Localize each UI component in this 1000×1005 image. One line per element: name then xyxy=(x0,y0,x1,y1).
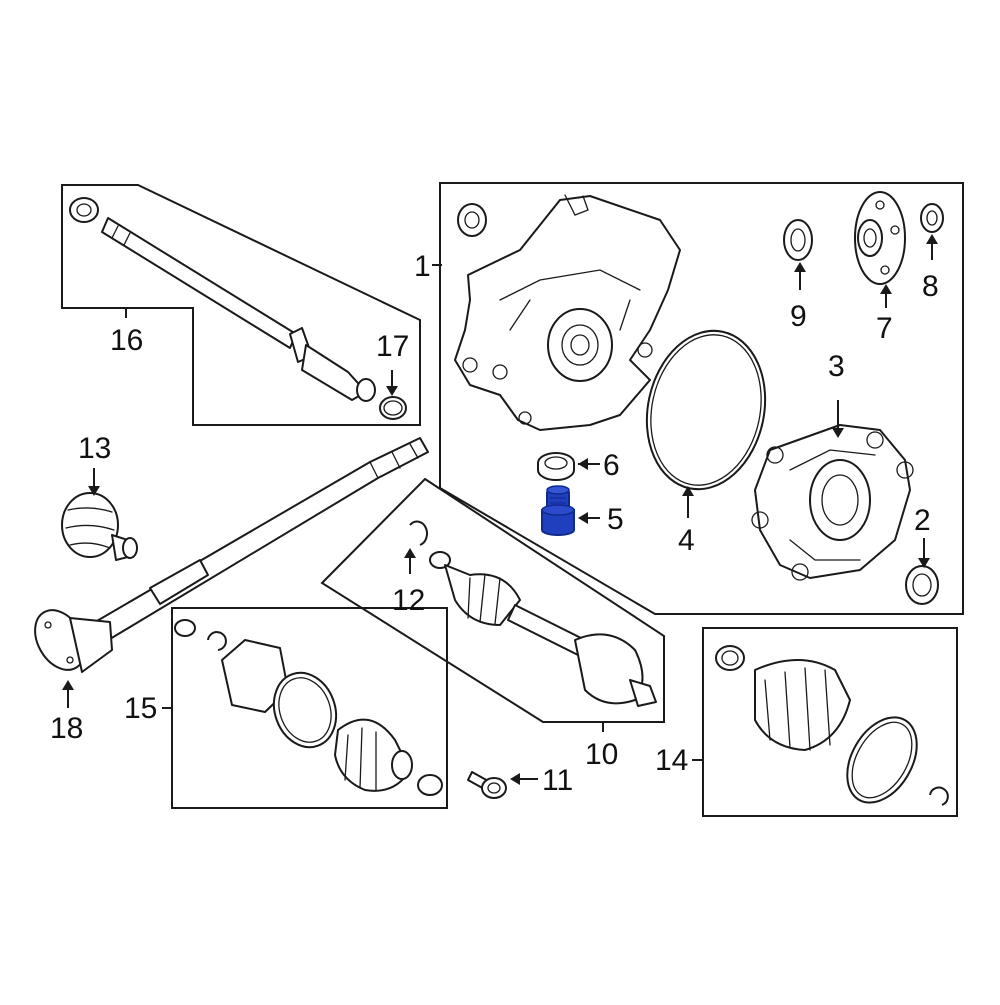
part-3-cover[interactable] xyxy=(751,424,914,581)
part-2-seal[interactable] xyxy=(905,565,939,605)
callout-8: 8 xyxy=(922,270,939,303)
callout-17: 17 xyxy=(376,330,409,363)
callout-2: 2 xyxy=(914,504,931,537)
callout-18: 18 xyxy=(50,712,83,745)
part-4-gasket[interactable] xyxy=(633,320,780,501)
part-12-clip[interactable] xyxy=(409,520,428,546)
callout-13: 13 xyxy=(78,432,111,465)
group-box-16 xyxy=(61,184,421,426)
callout-12: 12 xyxy=(392,584,425,617)
part-6-seal[interactable] xyxy=(537,452,575,481)
callout-5: 5 xyxy=(607,503,624,536)
group-box-1 xyxy=(439,182,964,615)
callout-4: 4 xyxy=(678,524,695,557)
callout-7: 7 xyxy=(876,312,893,345)
group-box-14 xyxy=(702,627,958,817)
part-7-flange[interactable] xyxy=(854,191,906,285)
callout-14: 14 xyxy=(655,744,688,777)
callout-11: 11 xyxy=(542,764,573,797)
callout-15: 15 xyxy=(124,692,157,725)
part-18-flange[interactable] xyxy=(25,601,113,678)
callout-1: 1 xyxy=(414,250,431,283)
callout-16: 16 xyxy=(110,324,143,357)
callout-6: 6 xyxy=(603,449,620,482)
part-15-boot-kit[interactable] xyxy=(174,619,443,796)
part-5-plug-highlighted[interactable] xyxy=(541,485,575,536)
callout-10: 10 xyxy=(585,738,618,771)
part-14-boot-kit[interactable] xyxy=(715,645,949,815)
callout-3: 3 xyxy=(828,350,845,383)
part-8-nut[interactable] xyxy=(920,203,944,233)
part-9-seal[interactable] xyxy=(783,219,813,261)
part-11-bolt[interactable] xyxy=(467,771,507,799)
part-1-differential-housing[interactable] xyxy=(454,194,681,431)
part-long-shaft[interactable] xyxy=(89,437,429,646)
part-10-half-shaft[interactable] xyxy=(429,551,657,707)
part-17-snap-ring[interactable] xyxy=(379,396,407,420)
part-13-cv-joint[interactable] xyxy=(61,492,138,561)
callout-9: 9 xyxy=(790,300,807,333)
part-16-shaft[interactable] xyxy=(69,197,376,402)
